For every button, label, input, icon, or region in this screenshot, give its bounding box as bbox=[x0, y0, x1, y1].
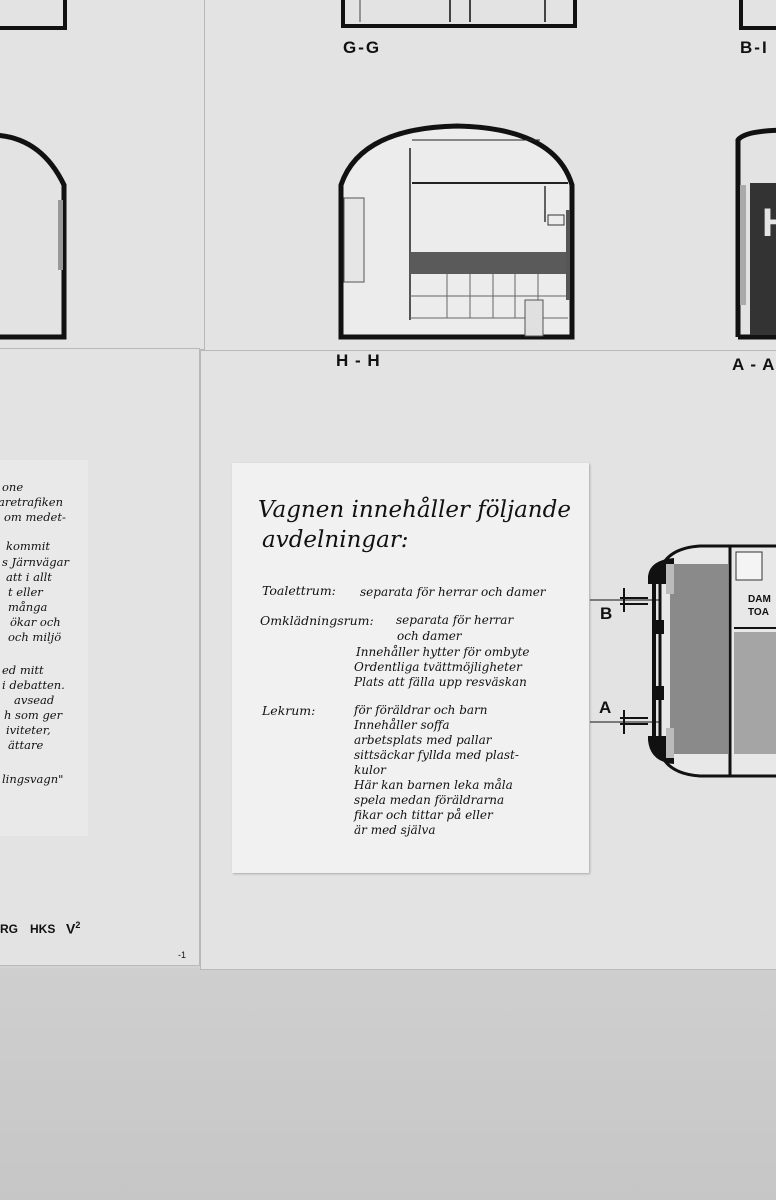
label-g-g: G-G bbox=[343, 38, 382, 57]
play-label: Lekrum: bbox=[262, 703, 316, 718]
changing-line: och damer bbox=[397, 629, 462, 643]
section-drawing-top-left: H bbox=[0, 0, 776, 340]
left-line: i debatten. bbox=[2, 678, 65, 692]
changing-label: Omklädningsrum: bbox=[260, 613, 374, 628]
toilet-label: Toalettrum: bbox=[262, 583, 336, 598]
wagon-floor-plan bbox=[590, 544, 776, 778]
plan-marker-b: B bbox=[600, 604, 615, 623]
left-line: iviteter, bbox=[6, 723, 51, 737]
left-line: t eller bbox=[8, 585, 43, 599]
footer-v-letter: V bbox=[66, 920, 76, 937]
left-line: h som ger bbox=[4, 708, 63, 722]
changing-line: Innehåller hytter för ombyte bbox=[356, 645, 530, 659]
left-line: ökar och bbox=[10, 615, 61, 629]
footer-hks: HKS bbox=[30, 922, 56, 936]
svg-text:H: H bbox=[762, 201, 776, 245]
left-line: aretrafiken bbox=[0, 495, 63, 509]
play-line: arbetsplats med pallar bbox=[354, 733, 492, 747]
wall-lower bbox=[0, 968, 776, 1200]
left-line: och miljö bbox=[8, 630, 62, 644]
changing-line: Ordentliga tvättmöjligheter bbox=[354, 660, 522, 674]
left-line: om medet- bbox=[4, 510, 66, 524]
left-line: att i allt bbox=[6, 570, 52, 584]
left-line: one bbox=[2, 480, 24, 494]
play-line: sittsäckar fyllda med plast- bbox=[354, 748, 519, 762]
room-label-2: TOA bbox=[748, 607, 769, 618]
toilet-text: separata för herrar och damer bbox=[360, 585, 546, 599]
label-b-b: B-I bbox=[740, 38, 769, 57]
plan-marker-a: A bbox=[599, 698, 614, 717]
play-line: Innehåller soffa bbox=[354, 718, 450, 732]
play-line: fikar och tittar på eller bbox=[354, 808, 493, 822]
footer-rg: RG bbox=[0, 922, 18, 936]
left-line: många bbox=[8, 600, 48, 614]
label-a-a: A - A bbox=[732, 355, 776, 374]
changing-line: Plats att fälla upp resväskan bbox=[354, 675, 527, 689]
play-line: för föräldrar och barn bbox=[354, 703, 488, 717]
label-h-h: H - H bbox=[336, 351, 381, 370]
left-line: s Järnvägar bbox=[2, 555, 69, 569]
left-panel-text: one aretrafiken om medet- kommit s Järnv… bbox=[0, 460, 88, 836]
notice-heading-2: avdelningar: bbox=[262, 527, 409, 553]
notice-sheet: Vagnen innehåller följande avdelningar: … bbox=[232, 463, 589, 873]
left-line: ed mitt bbox=[2, 663, 44, 677]
left-line: ättare bbox=[8, 738, 44, 752]
play-line: Här kan barnen leka måla bbox=[354, 778, 513, 792]
left-line: avsead bbox=[14, 693, 55, 707]
notice-heading-1: Vagnen innehåller följande bbox=[258, 497, 571, 523]
left-line: kommit bbox=[6, 539, 51, 553]
play-line: kulor bbox=[354, 763, 386, 777]
play-line: spela medan föräldrarna bbox=[354, 793, 505, 807]
play-line: är med själva bbox=[354, 823, 436, 837]
board-top-left bbox=[0, 0, 206, 350]
changing-line: separata för herrar bbox=[396, 613, 514, 627]
footer-v: V2 bbox=[66, 920, 80, 937]
footer-v-sup: 2 bbox=[75, 920, 81, 930]
room-label-1: DAM bbox=[748, 594, 771, 605]
left-line: lingsvagn" bbox=[2, 772, 64, 786]
page-mark: -1 bbox=[178, 950, 187, 960]
